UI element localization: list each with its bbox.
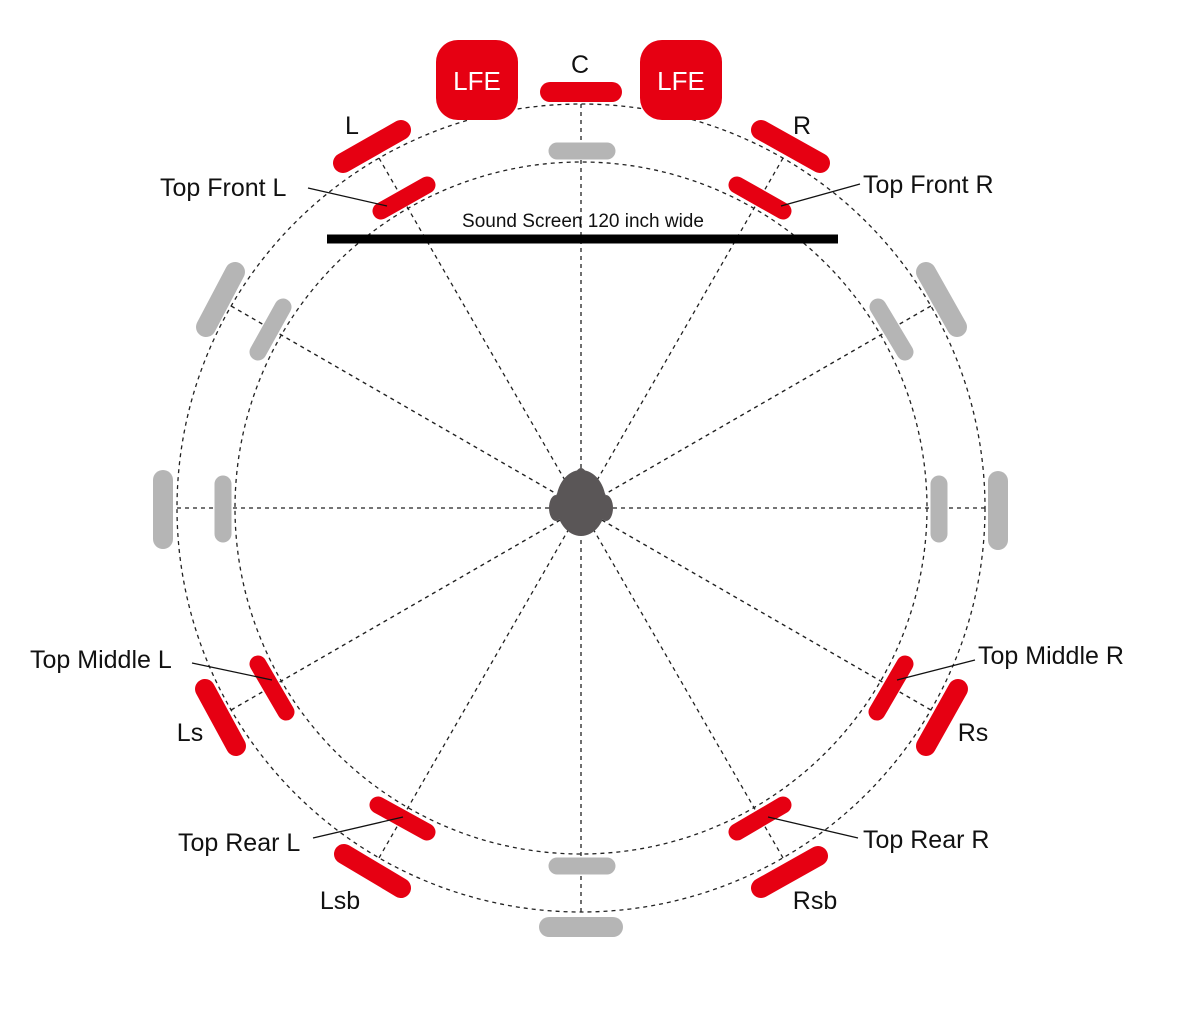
label-top-front-r: Top Front R [863,171,994,199]
speaker-top-middle-r [868,655,914,721]
label-top-middle-l: Top Middle L [30,646,172,674]
inactive-speaker-wide-l [196,262,245,337]
label-r: R [793,112,811,140]
radial-guides [177,104,985,912]
lfe-right-speaker [640,40,722,120]
label-ls: Ls [177,719,203,747]
lfe-left-speaker [436,40,518,120]
speaker-top-front-r [728,176,792,220]
radial-guide-line [580,157,784,509]
lfe-left-label: LFE [453,66,501,96]
radial-guide-line [378,507,582,859]
speaker-top-rear-r [728,796,792,841]
label-rs: Rs [958,719,989,747]
speaker-lsb [334,844,411,898]
leader-top-front-r [780,183,861,207]
leader-top-middle-r [896,659,976,681]
radial-guide-line [230,305,582,509]
speaker-top-middle-l [249,655,295,721]
screen-label: Sound Screen 120 inch wide [462,211,704,232]
radial-guide-line [580,305,932,509]
leader-top-rear-r [767,816,859,839]
label-c: C [571,51,589,79]
label-rsb: Rsb [793,887,837,915]
radial-guide-line [230,507,582,711]
leader-top-middle-l [191,662,273,681]
label-top-front-l: Top Front L [160,174,287,202]
inner-circle [234,161,928,855]
speaker-top-rear-l [369,796,436,841]
speaker-rsb [751,846,828,898]
speaker-r [751,120,830,173]
leader-top-front-l [307,187,388,207]
radial-guide-line [580,507,932,711]
leader-top-rear-l [312,816,404,839]
outer-circle [176,103,986,913]
inactive-speaker-top-wide-r [869,298,914,361]
speaker-ls [195,679,246,756]
label-l: L [345,112,359,140]
radial-guide-line [580,507,784,859]
radial-guide-line [378,157,582,509]
label-lsb: Lsb [320,887,360,915]
label-top-middle-r: Top Middle R [978,642,1124,670]
inactive-speaker-top-wide-l [249,298,292,361]
label-top-rear-r: Top Rear R [863,826,989,854]
inactive-speaker-wide-r [916,262,967,337]
lfe-right-label: LFE [657,66,705,96]
label-top-rear-l: Top Rear L [178,829,300,857]
listener-head-icon [549,468,613,536]
speaker-rs [916,679,968,756]
speaker-top-front-l [372,176,436,220]
speaker-l [333,120,411,173]
